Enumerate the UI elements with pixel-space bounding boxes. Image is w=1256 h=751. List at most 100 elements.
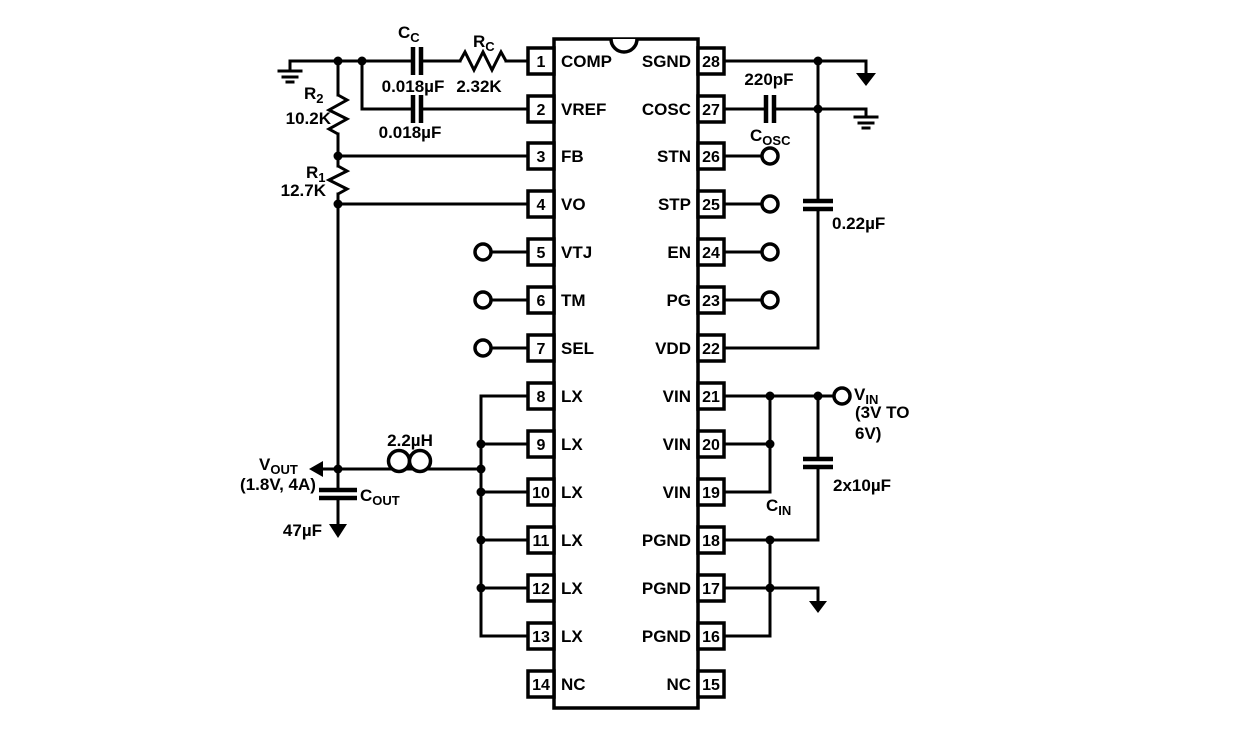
pin-number: 20 [702, 437, 720, 454]
pin-number: 11 [533, 533, 550, 550]
pin-number: 6 [537, 293, 546, 310]
junction [476, 487, 486, 497]
pin-box [696, 525, 726, 555]
label-cin-value: 2x10µF [833, 476, 891, 495]
terminal-sel [473, 338, 493, 358]
ic-body [552, 37, 700, 710]
pin-name: LX [561, 483, 583, 502]
junction [476, 583, 486, 593]
pin-number: 24 [702, 245, 720, 262]
pin-box [696, 573, 726, 603]
pin-box [526, 477, 556, 507]
earth-ground-topleft [277, 69, 303, 84]
grounds [277, 69, 879, 613]
capacitor-cc [410, 47, 424, 75]
pin-name: VTJ [561, 243, 592, 262]
pin-number: 13 [532, 629, 550, 646]
label-vin-note-2: 6V) [855, 424, 881, 443]
pin-number: 1 [537, 54, 546, 71]
pin-box [526, 669, 556, 699]
junction [333, 56, 343, 66]
junction [813, 56, 823, 66]
junction [813, 104, 823, 114]
junction [476, 464, 486, 474]
capacitor-cvref [410, 95, 424, 123]
terminal-pg [760, 290, 780, 310]
pin-name: TM [561, 291, 586, 310]
label-rc-value: 2.32K [456, 77, 502, 96]
pin-right-20: 20 VIN [663, 429, 726, 459]
pin-number: 18 [702, 533, 720, 550]
pin-number: 2 [537, 102, 546, 119]
pin-box [696, 285, 726, 315]
label-vin-note-1: (3V TO [855, 403, 909, 422]
pin-number: 28 [702, 54, 720, 71]
capacitor-cout [319, 487, 357, 501]
pin-box [526, 621, 556, 651]
ic-notch [609, 38, 639, 54]
label-r1-ref: R1 [306, 163, 326, 185]
capacitor-cvdd [803, 198, 833, 212]
pin-box [696, 46, 726, 76]
pin-name: LX [561, 435, 583, 454]
pin-name: PGND [642, 579, 691, 598]
label-vout-note: (1.8V, 4A) [240, 475, 316, 494]
pin-name: STP [658, 195, 691, 214]
pin-number: 3 [537, 149, 546, 166]
junction [476, 439, 486, 449]
pin-right-24: 24 EN [667, 237, 726, 267]
pin-number: 4 [537, 197, 546, 214]
resistor-r2 [325, 93, 351, 136]
pin-box [526, 237, 556, 267]
pin-box [526, 46, 556, 76]
wire-vin-bus [722, 394, 772, 494]
pin-box [696, 237, 726, 267]
pin-box [696, 333, 726, 363]
capacitor-cin [803, 456, 833, 470]
label-cvref-value: 0.018µF [379, 123, 442, 142]
label-r2-value: 10.2K [286, 109, 332, 128]
junction [333, 199, 343, 209]
pin-box [696, 381, 726, 411]
pin-box [696, 621, 726, 651]
pin-name: VIN [663, 435, 691, 454]
label-cvdd-value: 0.22µF [832, 214, 885, 233]
label-inductor-value: 2.2µH [387, 431, 433, 450]
open-terminals [473, 146, 852, 406]
junction [333, 464, 343, 474]
pin-number: 15 [702, 677, 720, 694]
pin-box [526, 333, 556, 363]
pin-name: EN [667, 243, 691, 262]
pin-name: NC [561, 675, 586, 694]
labels: CC 0.018µF RC 2.32K 0.018µF R2 10.2K R1 … [240, 23, 909, 540]
pin-name: SGND [642, 52, 691, 71]
pin-number: 5 [537, 245, 546, 262]
pin-name: VDD [655, 339, 691, 358]
wire-vdd-rail [722, 59, 820, 350]
pin-right-28: 28 SGND [642, 46, 726, 76]
label-vout: VOUT [259, 455, 298, 477]
arrow-ground-sgnd [856, 73, 876, 86]
wire-lx-bus [479, 394, 530, 638]
pin-box [526, 94, 556, 124]
label-r2-ref: R2 [304, 84, 324, 106]
pin-name: VIN [663, 483, 691, 502]
components [319, 47, 833, 501]
pin-name: STN [657, 147, 691, 166]
terminal-vtj [473, 242, 493, 262]
pin-number: 27 [702, 102, 720, 119]
